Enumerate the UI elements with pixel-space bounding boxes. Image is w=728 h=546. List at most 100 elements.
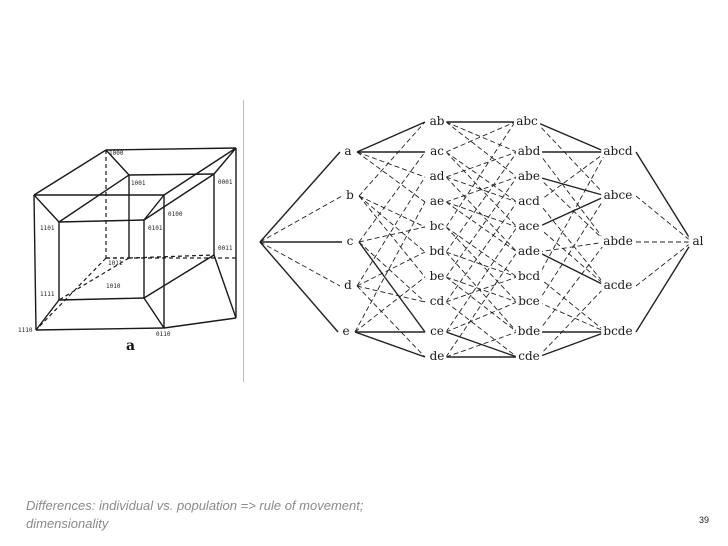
lattice-edge (537, 176, 607, 197)
lattice-edge (445, 151, 518, 203)
hypercube-edge (143, 254, 215, 299)
lattice-node-bg (601, 233, 635, 247)
lattice-node-abcd: abcd (603, 144, 633, 158)
lattice-node-bg (427, 143, 447, 157)
lattice-node-bg (515, 168, 543, 182)
lattice-node-bg (515, 268, 543, 282)
lattice-node-be: be (430, 269, 445, 283)
hypercube-edge (35, 299, 60, 331)
lattice-edge (445, 201, 518, 303)
lattice-edge (537, 331, 607, 358)
hypercube-label: 1001 (131, 180, 146, 187)
lattice-node-bc: bc (430, 219, 445, 233)
hypercube-edges (33, 147, 237, 331)
lattice-node-ce: ce (430, 324, 444, 338)
hypercube-labels: 1000 1001 0001 0100 1101 0101 0011 1111 … (18, 150, 233, 338)
lattice-edge (445, 121, 518, 178)
hypercube-edge (143, 194, 165, 221)
lattice-nodes: abcdeabacadaebcbdbecdcedeabcabdabeacdace… (340, 113, 708, 363)
lattice-edge (356, 285, 426, 358)
lattice-node-bg (427, 323, 447, 337)
lattice-node-bg (427, 218, 447, 232)
slide-caption-line: dimensionality (26, 516, 109, 531)
lattice-edge (259, 151, 341, 243)
lattice-edge (356, 151, 426, 203)
lattice-edge (445, 301, 518, 358)
lattice-edge (535, 121, 607, 197)
lattice-node-bg (340, 323, 352, 337)
lattice-edge (445, 151, 518, 253)
lattice-node-ad: ad (430, 169, 445, 183)
lattice-edge (358, 226, 426, 243)
lattice-edge (356, 121, 426, 153)
lattice-node-bg (427, 243, 447, 257)
lattice-node-bg (427, 168, 447, 182)
lattice-node-bg (515, 218, 543, 232)
lattice-edge (358, 195, 426, 228)
lattice-edge (445, 121, 518, 153)
lattice-edge (537, 251, 607, 287)
hypercube-hidden-edges (35, 150, 236, 331)
lattice-node-de: de (430, 349, 445, 363)
lattice-node-abc: abc (516, 114, 538, 128)
lattice-edge (259, 195, 343, 243)
lattice-edge (356, 285, 426, 303)
lattice-edge (537, 151, 607, 203)
lattice-node-bg (342, 143, 354, 157)
lattice-node-bg (515, 143, 543, 157)
lattice-node-bd: bd (429, 244, 445, 258)
slide-caption: Differences: individual vs. population =… (26, 497, 486, 533)
hypercube-edge (213, 147, 237, 175)
lattice-node-bg (513, 113, 541, 127)
lattice-node-bg (427, 193, 447, 207)
hypercube-label: 1011 (108, 260, 123, 267)
lattice-edge (537, 195, 607, 228)
lattice-node-bce: bce (518, 294, 540, 308)
lattice-node-abd: abd (518, 144, 541, 158)
lattice-node-bg (515, 348, 543, 362)
hypercube-label: 1110 (18, 327, 33, 334)
lattice-node-abce: abce (604, 188, 633, 202)
lattice-edge (445, 176, 518, 203)
lattice-edge (635, 241, 693, 333)
lattice-node-ac: ac (430, 144, 444, 158)
lattice-node-abde: abde (603, 234, 633, 248)
lattice-node-bg (427, 348, 447, 362)
lattice-edge (445, 251, 518, 333)
lattice-node-ab: ab (430, 114, 445, 128)
lattice-node-bg (427, 268, 447, 282)
lattice-edge (445, 276, 518, 333)
hypercube-edge (58, 297, 145, 301)
lattice-node-ade: ade (518, 244, 540, 258)
lattice-edge (445, 226, 518, 278)
lattice-edge (358, 121, 426, 197)
lattice-edge (445, 276, 518, 303)
lattice-edge (537, 285, 607, 358)
lattice-edge (358, 241, 426, 303)
lattice-node-bcd: bcd (518, 269, 540, 283)
hypercube-edge (33, 194, 60, 223)
lattice-edge (445, 331, 518, 358)
hypercube-edge (128, 173, 215, 176)
hypercube-caption: a (126, 338, 135, 354)
lattice-edge (445, 151, 518, 228)
lattice-node-a: a (344, 144, 351, 158)
lattice-edge (358, 241, 426, 333)
lattice-node-acd: acd (518, 194, 540, 208)
hypercube-label: 1101 (40, 225, 55, 232)
lattice-node-b: b (346, 188, 354, 202)
lattice-edge (354, 331, 426, 358)
lattice-edge (445, 201, 518, 253)
lattice-edge (537, 276, 607, 333)
lattice-edge (535, 121, 607, 153)
lattice-edge (358, 195, 426, 278)
lattice-node-cd: cd (430, 294, 445, 308)
lattice-node-bg (515, 243, 543, 257)
lattice-node-bg (515, 193, 543, 207)
hypercube-label: 0100 (168, 211, 183, 218)
hypercube-svg: 1000 1001 0001 0100 1101 0101 0011 1111 … (18, 147, 237, 354)
lattice-node-bg (601, 143, 635, 157)
hypercube-edge (163, 147, 237, 196)
hypercube-edge (163, 317, 237, 329)
hypercube-label: 0110 (156, 331, 171, 338)
